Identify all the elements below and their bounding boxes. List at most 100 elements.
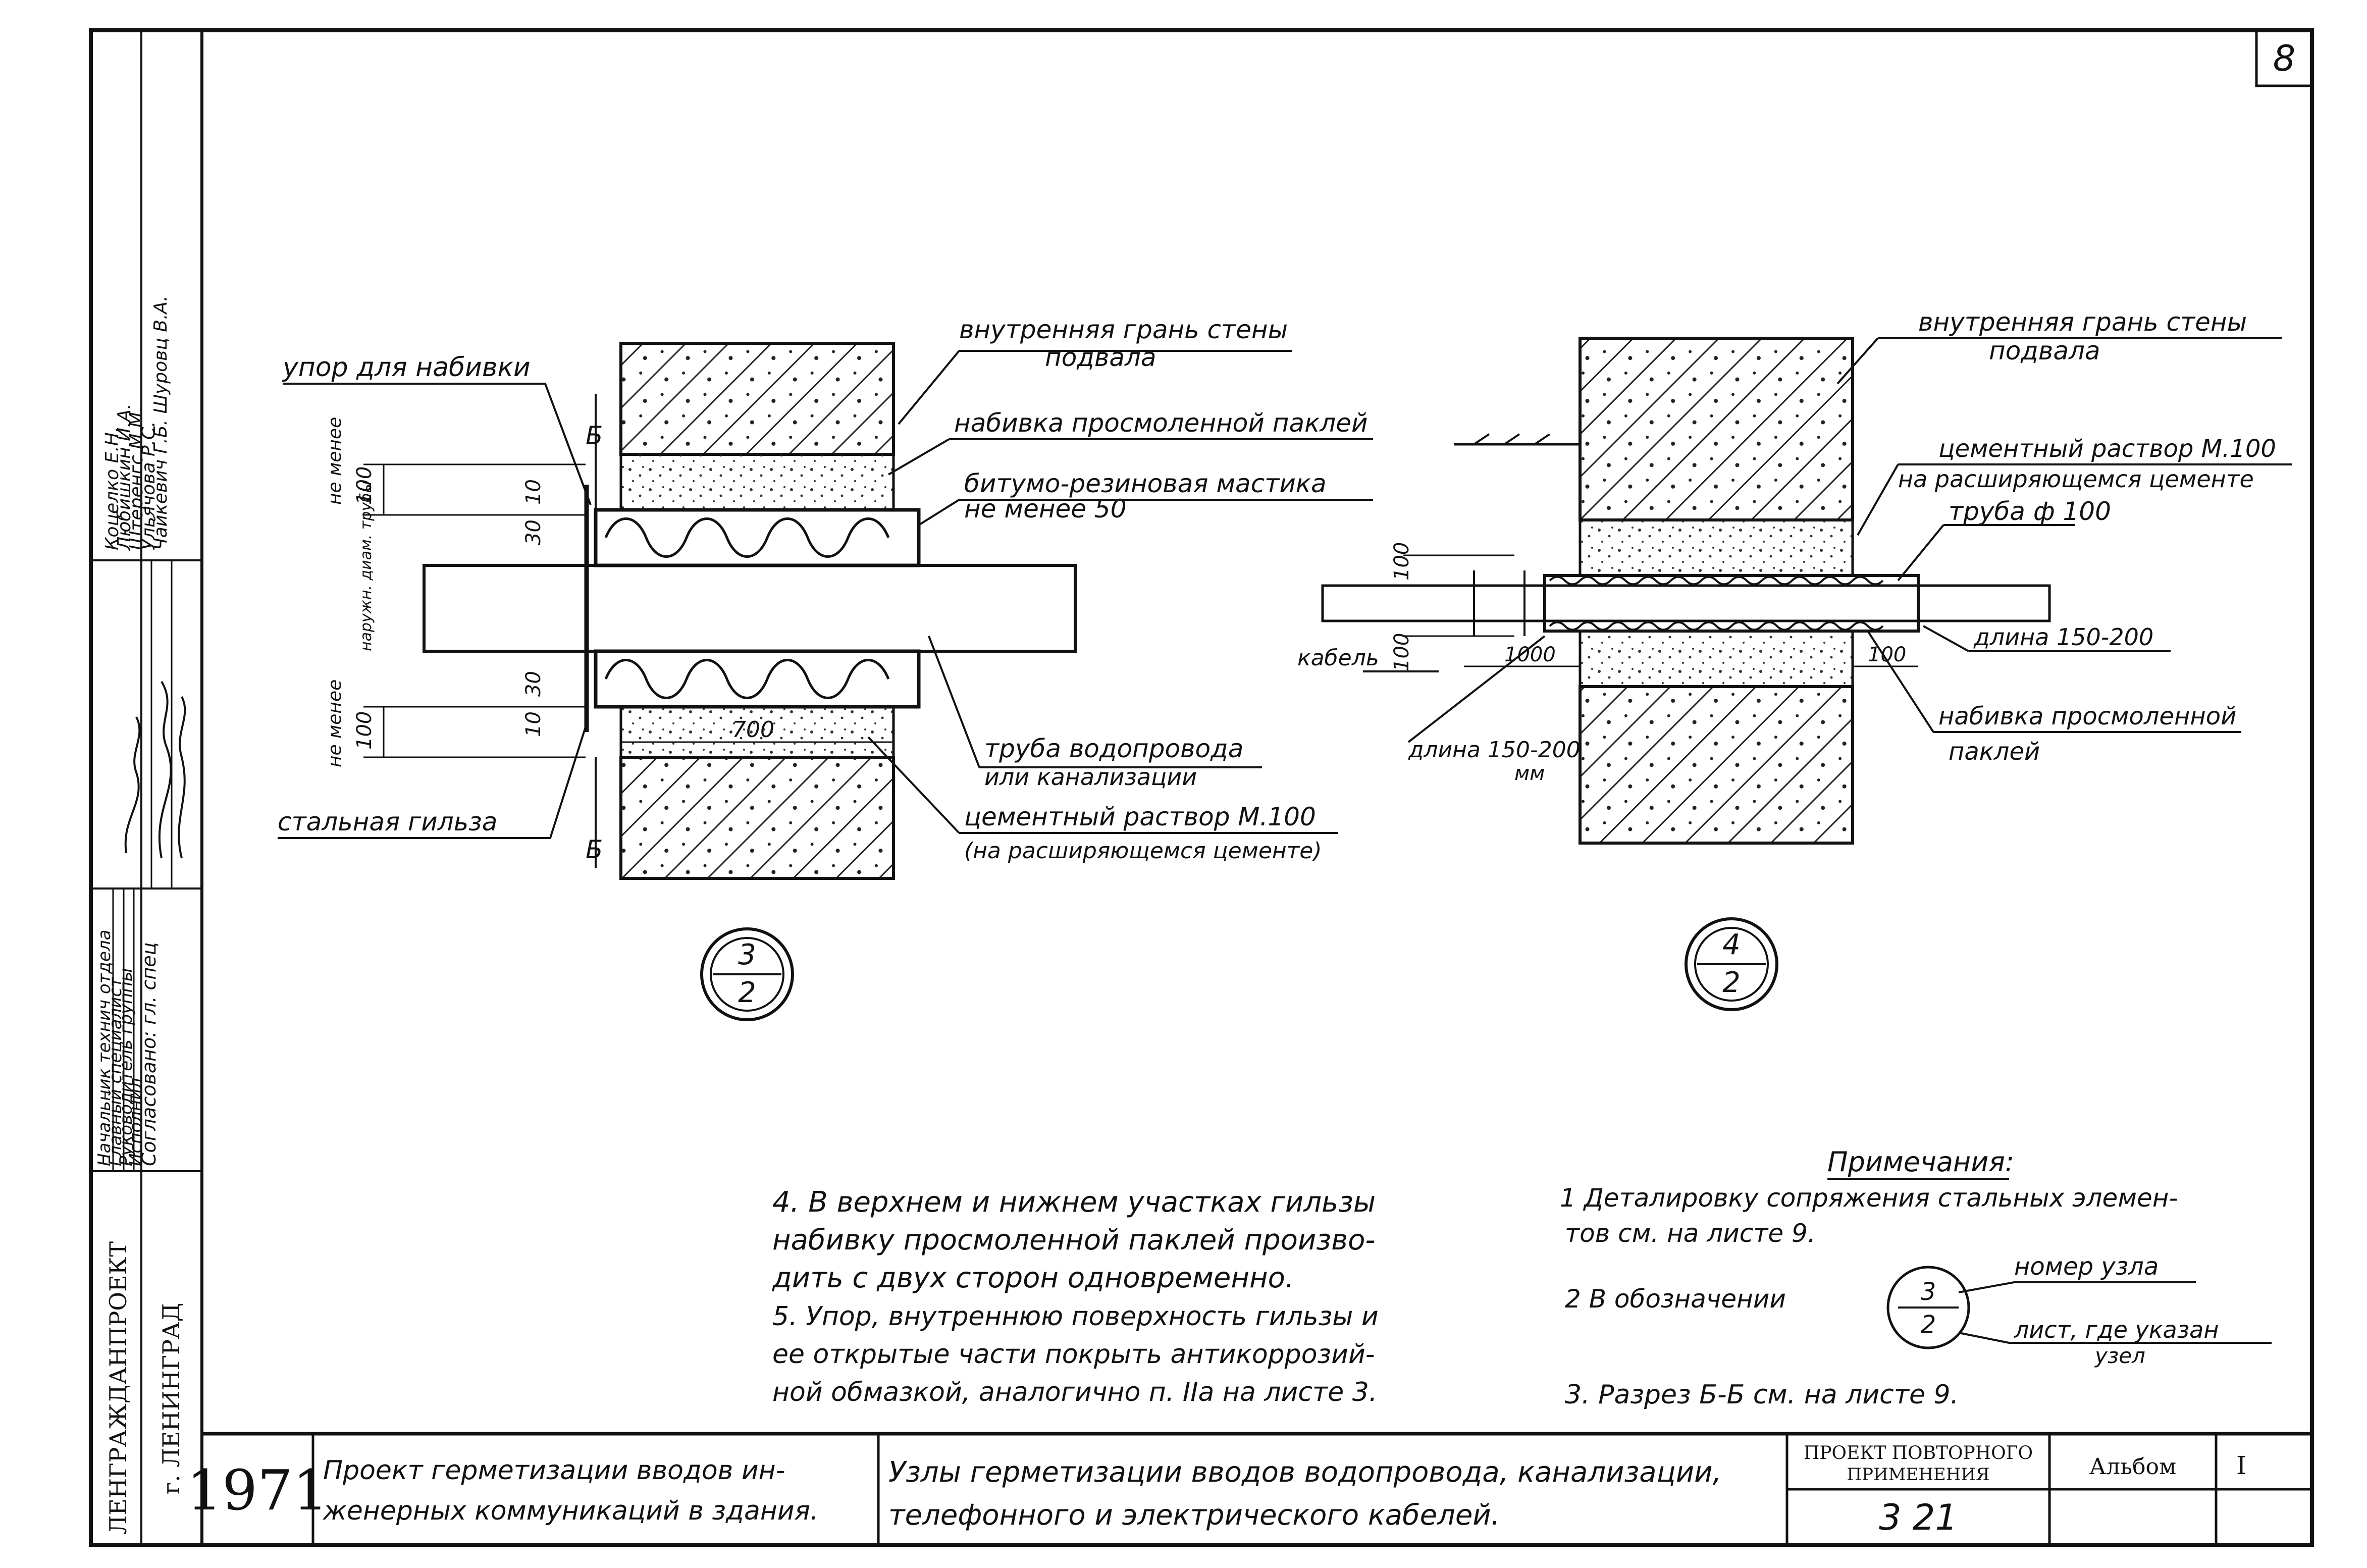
label-mortar-2: (на расширяющемся цементе) bbox=[964, 838, 1322, 864]
note-left-3: дить с двух сторон одновременно. bbox=[772, 1262, 1294, 1294]
staff-name-3: Штеренгс М.М. bbox=[126, 406, 147, 550]
label-pipe-diameter: наружн. диам. трубы bbox=[357, 481, 375, 651]
label-inner-face-2: подвала bbox=[1045, 343, 1156, 372]
note-left-5: ее открытые части покрыть антикоррозий- bbox=[772, 1339, 1375, 1370]
label-stop: упор для набивки bbox=[282, 352, 531, 383]
section-mark-bottom: Б bbox=[586, 835, 603, 864]
mortar-top-3 bbox=[619, 453, 895, 511]
cable-4 bbox=[1321, 584, 2051, 622]
label-mastic-min: не менее 50 bbox=[964, 494, 1127, 524]
notes-title: Примечания: bbox=[1827, 1146, 2014, 1178]
title-project-2: женерных коммуникаций в здания. bbox=[323, 1496, 818, 1526]
node-circle-3-top: 3 bbox=[738, 938, 756, 971]
node-circle-3-bottom: 2 bbox=[738, 976, 756, 1009]
title-reuse-2: ПРИМЕНЕНИЯ bbox=[1847, 1465, 1989, 1485]
staff-name-4: Ульячова Р.С. bbox=[138, 421, 159, 550]
title-year: 1971 bbox=[187, 1458, 328, 1523]
label-mortar-4-2: на расширяющемся цементе bbox=[1898, 465, 2254, 493]
staff-role-5: Согласовано: гл. спец bbox=[138, 942, 160, 1166]
legend-sheet-label-1: лист, где указан bbox=[2014, 1316, 2219, 1343]
label-pipe-4: труба ф 100 bbox=[1949, 497, 2111, 526]
note-right-2: 2 В обозначении bbox=[1565, 1284, 1786, 1314]
legend-circle: 3 2 bbox=[1886, 1266, 1970, 1349]
node-circle-4: 4 2 bbox=[1685, 917, 1778, 1011]
packing-4 bbox=[1549, 576, 1884, 631]
staff-name-1: Коцелко Е.Н. bbox=[102, 427, 123, 550]
dim-10-bottom: 10 bbox=[522, 711, 545, 737]
label-not-less-bottom: не менее bbox=[325, 680, 345, 767]
dim-100-top: 100 bbox=[353, 466, 376, 505]
title-reuse-number: 3 21 bbox=[1879, 1497, 1958, 1538]
label-sleeve: стальная гильза bbox=[278, 807, 497, 837]
dim-100-right-4: 100 bbox=[1868, 643, 1906, 666]
staff-role-2: Главный специалист bbox=[106, 977, 126, 1166]
drawing-4: внутренняя грань стены подвала цементный… bbox=[1297, 307, 2292, 1011]
legend-sheet-label-2: узел bbox=[2094, 1343, 2145, 1368]
mortar-top-4 bbox=[1579, 518, 1854, 577]
node-circle-4-bottom: 2 bbox=[1722, 966, 1741, 999]
mortar-bottom-3 bbox=[619, 705, 895, 759]
title-sheet-2: телефонного и электрического кабелей. bbox=[888, 1499, 1500, 1532]
label-not-less-top: не менее bbox=[325, 417, 345, 505]
staff-role-3: Руководитель группы bbox=[116, 968, 136, 1166]
staff-name-2: Любишкин И.А. bbox=[114, 404, 135, 551]
staff-role-4: Исполнил bbox=[126, 1078, 146, 1166]
note-right-1a: 1 Деталировку сопряжения стальных элемен… bbox=[1560, 1183, 2178, 1213]
label-length-pipe-4: длина 150-200 bbox=[1973, 623, 2153, 651]
label-packing-4-1: набивка просмоленной bbox=[1938, 702, 2236, 730]
legend-node-label: номер узла bbox=[2014, 1252, 2159, 1281]
mortar-bottom-4 bbox=[1579, 630, 1854, 688]
signatures bbox=[124, 681, 186, 859]
note-left-6: ной обмазкой, аналогично п. IIа на листе… bbox=[772, 1377, 1377, 1407]
wall-bottom-3 bbox=[619, 756, 895, 880]
sheet-border bbox=[89, 28, 2314, 1547]
city-name: г. ЛЕНИНГРАД bbox=[157, 1303, 185, 1494]
packing-bottom-3 bbox=[604, 659, 890, 699]
section-mark-top: Б bbox=[586, 421, 603, 450]
note-left-4: 5. Упор, внутреннюю поверхность гильзы и bbox=[772, 1301, 1379, 1332]
wall-bottom-4 bbox=[1579, 685, 1854, 845]
legend-bottom: 2 bbox=[1921, 1311, 1936, 1339]
label-packing: набивка просмоленной паклей bbox=[954, 408, 1368, 438]
label-length-cable-4-2: мм bbox=[1514, 762, 1545, 785]
water-pipe-3 bbox=[423, 564, 1077, 653]
title-project-1: Проект герметизации вводов ин- bbox=[323, 1455, 785, 1486]
dim-100-bottom: 100 bbox=[353, 711, 376, 750]
legend-top: 3 bbox=[1921, 1278, 1936, 1306]
staff-name-5: Чайкевич Г.Б. Шуровц В.А. bbox=[150, 296, 171, 551]
node-circle-3: 3 2 bbox=[700, 927, 794, 1021]
label-cable-4: кабель bbox=[1297, 645, 1379, 671]
label-mastic: битумо-резиновая мастика bbox=[964, 469, 1327, 498]
node-circle-4-top: 4 bbox=[1722, 928, 1741, 961]
dim-700: 700 bbox=[732, 717, 774, 743]
dim-30-bottom: 30 bbox=[522, 671, 545, 697]
label-pipe-1: труба водопровода bbox=[984, 734, 1243, 763]
title-block: 1971 Проект герметизации вводов ин- жене… bbox=[187, 1432, 2312, 1545]
dim-1000-4: 1000 bbox=[1504, 643, 1556, 666]
note-right-3: 3. Разрез Б-Б см. на листе 9. bbox=[1565, 1380, 1959, 1410]
wall-top-3 bbox=[619, 342, 895, 456]
label-packing-4-2: паклей bbox=[1949, 738, 2040, 766]
wall-top-4 bbox=[1579, 337, 1854, 521]
left-panel: Начальник технич отдела Главный специали… bbox=[91, 30, 202, 1545]
dim-10-top: 10 bbox=[522, 479, 545, 505]
label-mortar-1: цементный раствор М.100 bbox=[964, 802, 1316, 831]
note-left-1: 4. В верхнем и нижнем участках гильзы bbox=[772, 1186, 1376, 1219]
conduit-pipe-4 bbox=[1543, 574, 1920, 633]
title-sheet-1: Узлы герметизации вводов водопровода, ка… bbox=[888, 1456, 1721, 1489]
drawing-3: упор для набивки внутренняя грань стены … bbox=[278, 315, 1373, 1021]
dim-100-left-4: 100 bbox=[1390, 542, 1413, 581]
notes-right: Примечания: 1 Деталировку сопряжения ста… bbox=[1560, 1146, 2272, 1410]
org-name: ЛЕНГРАЖДАНПРОЕКТ bbox=[104, 1241, 132, 1535]
title-reuse-1: ПРОЕКТ ПОВТОРНОГО bbox=[1804, 1443, 2033, 1464]
dim-100-left-4b: 100 bbox=[1390, 633, 1413, 671]
packing-top-3 bbox=[604, 517, 890, 558]
sheet-number-box bbox=[2255, 29, 2313, 87]
label-mortar-4-1: цементный раствор М.100 bbox=[1938, 435, 2276, 463]
title-album-label: Альбом bbox=[2089, 1454, 2176, 1480]
note-left-2: набивку просмоленной паклей произво- bbox=[772, 1224, 1376, 1257]
staff-role-1: Начальник технич отдела bbox=[94, 930, 115, 1166]
label-inner-face-4-1: внутренняя грань стены bbox=[1918, 307, 2247, 337]
label-length-cable-4-1: длина 150-200 bbox=[1408, 737, 1581, 763]
